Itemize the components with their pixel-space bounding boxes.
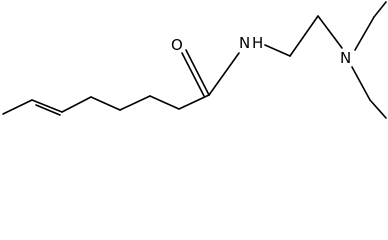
bond-n-ethyl1-ch2 (354, 16, 375, 51)
bond-c4-c3 (119, 95, 151, 111)
bond-ch2-n (317, 15, 343, 49)
skeletal-structure: O N H N (2, 1, 387, 119)
bond-c7-c6-double (31, 99, 63, 113)
bond-ethyl1-ch3 (373, 1, 387, 18)
bond-c3-c2 (149, 95, 180, 110)
bond-n-ch2 (264, 44, 291, 57)
bond-c7-c6-double-inner (35, 104, 61, 116)
bond-c1-o-double-inner (181, 52, 205, 97)
bond-c5-c4 (90, 96, 121, 111)
bond-c1-o-double (185, 49, 210, 96)
bond-c6-c5 (61, 96, 92, 113)
bond-ch2-ch2 (289, 15, 319, 57)
atom-amide-hydrogen: H (252, 34, 263, 52)
atom-amide-nitrogen: N (239, 34, 250, 52)
atom-amine-nitrogen: N (340, 49, 351, 67)
bond-n-ethyl2-ch2 (351, 66, 371, 101)
bond-c8-c7 (2, 99, 33, 115)
bond-c1-n (208, 52, 240, 96)
atom-oxygen: O (171, 36, 183, 54)
bond-ethyl2-ch3 (369, 99, 387, 119)
bond-c2-c1 (178, 94, 210, 110)
